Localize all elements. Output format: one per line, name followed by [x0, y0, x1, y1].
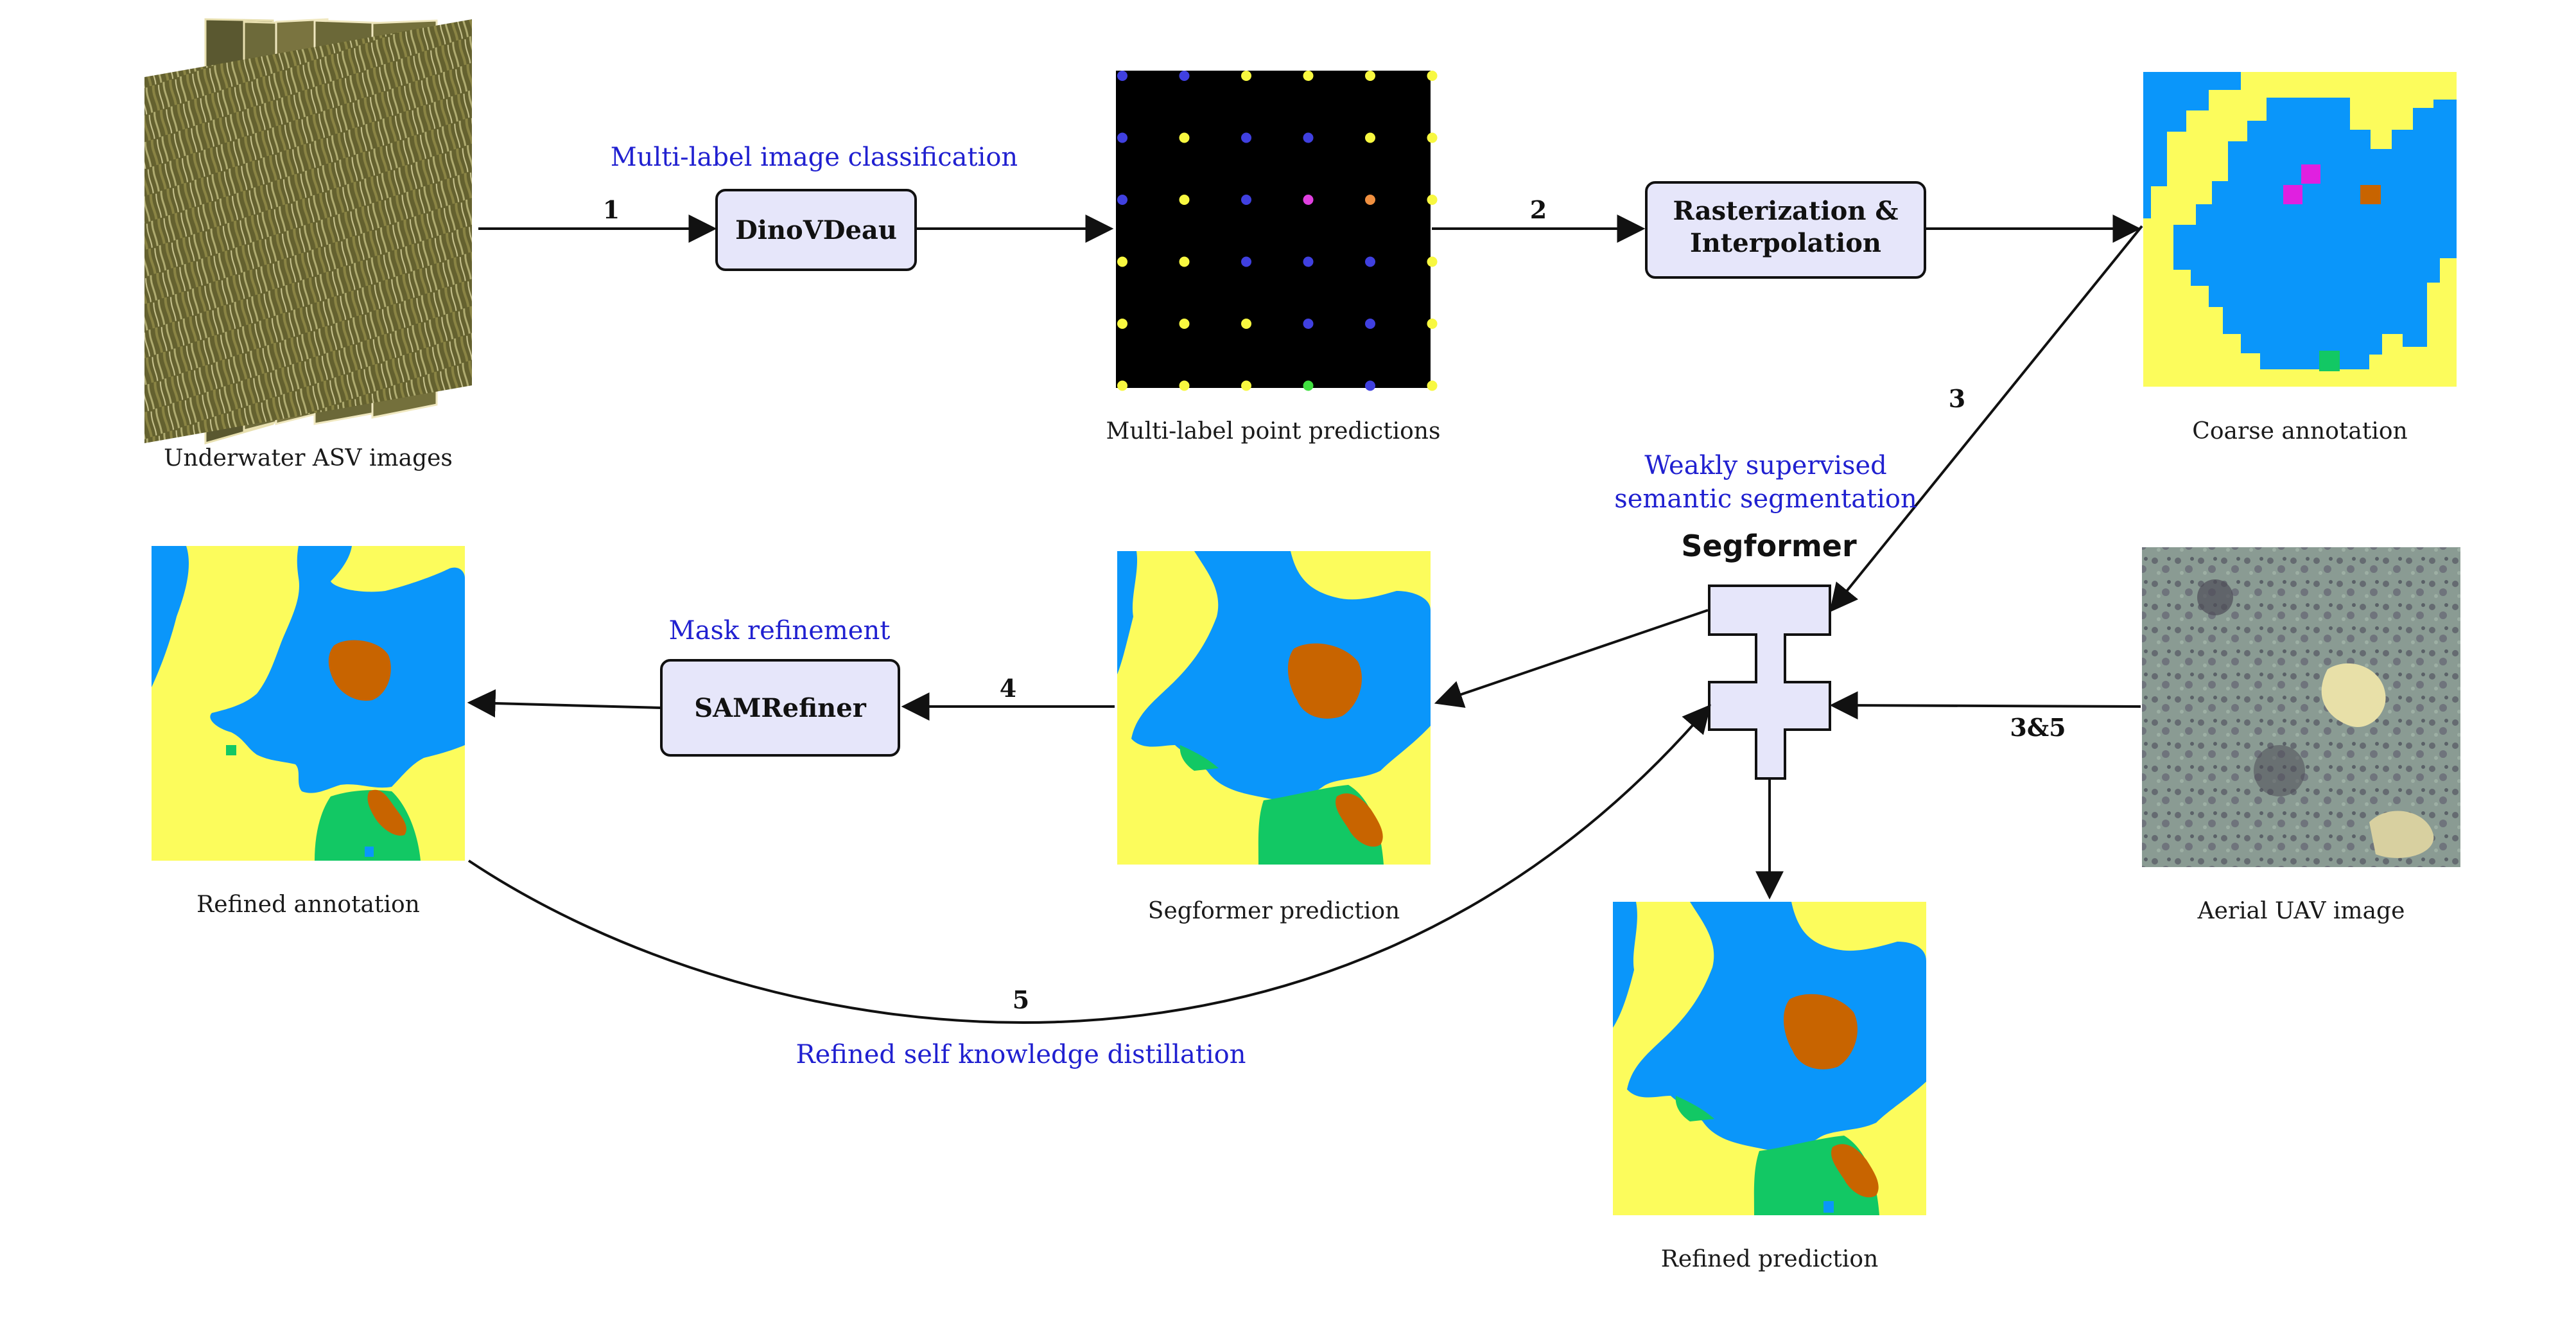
prediction-point [1365, 71, 1375, 81]
dinovdeau-label: DinoVDeau [735, 215, 897, 245]
prediction-point [1117, 132, 1127, 143]
prediction-point [1365, 319, 1375, 329]
segformer-title: Segformer [1681, 529, 1857, 563]
segformer-prediction-image [1117, 551, 1431, 865]
prediction-point [1179, 195, 1190, 205]
prediction-point [1365, 195, 1375, 205]
edge-3and5-label: 3&5 [2010, 713, 2066, 742]
prediction-point [1427, 256, 1438, 267]
prediction-point [1427, 71, 1438, 81]
edge-3-label: 3 [1949, 384, 1965, 413]
asv-image-stack [144, 18, 472, 444]
prediction-point [1365, 132, 1375, 143]
distillation-annotation: Refined self knowledge distillation [796, 1040, 1246, 1069]
edge-3and5-arrow [1829, 691, 2141, 720]
prediction-point [1427, 380, 1438, 391]
prediction-point [1241, 380, 1251, 391]
prediction-point [1365, 256, 1375, 267]
rasterization-label-line2: Interpolation [1690, 228, 1881, 258]
edge-5-label: 5 [1013, 985, 1029, 1014]
edge-4-label: 4 [1000, 674, 1016, 703]
refined-annotation-caption: Refined annotation [196, 892, 420, 918]
prediction-point [1179, 132, 1190, 143]
prediction-point [1241, 319, 1251, 329]
edge-1-label: 1 [603, 195, 620, 224]
edge-3-arrow [1829, 225, 2143, 613]
samrefiner-node: SAMRefiner [660, 659, 900, 757]
prediction-point [1303, 195, 1314, 205]
point-grid [1117, 71, 1438, 391]
prediction-point [1303, 319, 1314, 329]
point-predictions-caption: Multi-label point predictions [1106, 418, 1441, 444]
prediction-point [1303, 132, 1314, 143]
dinovdeau-node: DinoVDeau [715, 189, 917, 271]
prediction-point [1117, 195, 1127, 205]
refined-annotation-image [152, 546, 465, 861]
prediction-point [1241, 256, 1251, 267]
prediction-point [1365, 380, 1375, 391]
prediction-point [1303, 71, 1314, 81]
asv-image-front [144, 19, 472, 443]
aerial-uav-image [2142, 547, 2460, 867]
refined-prediction-caption: Refined prediction [1661, 1246, 1879, 1272]
asv-images-caption: Underwater ASV images [164, 445, 453, 471]
prediction-point [1179, 71, 1190, 81]
prediction-point [1427, 195, 1438, 205]
rasterization-label-line1: Rasterization & [1673, 196, 1899, 226]
aerial-image-caption: Aerial UAV image [2197, 898, 2405, 924]
prediction-point [1303, 256, 1314, 267]
prediction-point [1427, 132, 1438, 143]
prediction-point [1117, 71, 1127, 81]
rasterization-node: Rasterization & Interpolation [1645, 181, 1926, 279]
dinovdeau-annotation: Multi-label image classification [611, 143, 1018, 172]
edge-2-label: 2 [1530, 195, 1547, 224]
segformer-annotation-line1: Weakly supervised [1644, 451, 1887, 480]
prediction-point [1117, 380, 1127, 391]
samrefiner-annotation: Mask refinement [669, 616, 891, 646]
prediction-point [1179, 319, 1190, 329]
prediction-point [1179, 380, 1190, 391]
refined-prediction-image [1613, 902, 1926, 1215]
samrefiner-to-refined-arrow [467, 689, 662, 718]
prediction-point [1241, 71, 1251, 81]
prediction-point [1303, 380, 1314, 391]
prediction-point [1241, 132, 1251, 143]
segformer-to-prediction-arrow [1434, 609, 1709, 708]
prediction-point [1427, 319, 1438, 329]
segformer-prediction-caption: Segformer prediction [1148, 898, 1400, 924]
segformer-annotation-line2: semantic segmentation [1614, 484, 1917, 514]
samrefiner-label: SAMRefiner [694, 693, 867, 723]
segformer-shape [1708, 584, 1831, 780]
prediction-point [1179, 256, 1190, 267]
edge-5-arrow [467, 704, 1711, 1024]
prediction-point [1117, 256, 1127, 267]
coarse-annotation-image [2143, 72, 2457, 387]
point-predictions-image [1116, 71, 1438, 391]
coarse-annotation-caption: Coarse annotation [2192, 418, 2407, 444]
prediction-point [1241, 195, 1251, 205]
prediction-point [1117, 319, 1127, 329]
